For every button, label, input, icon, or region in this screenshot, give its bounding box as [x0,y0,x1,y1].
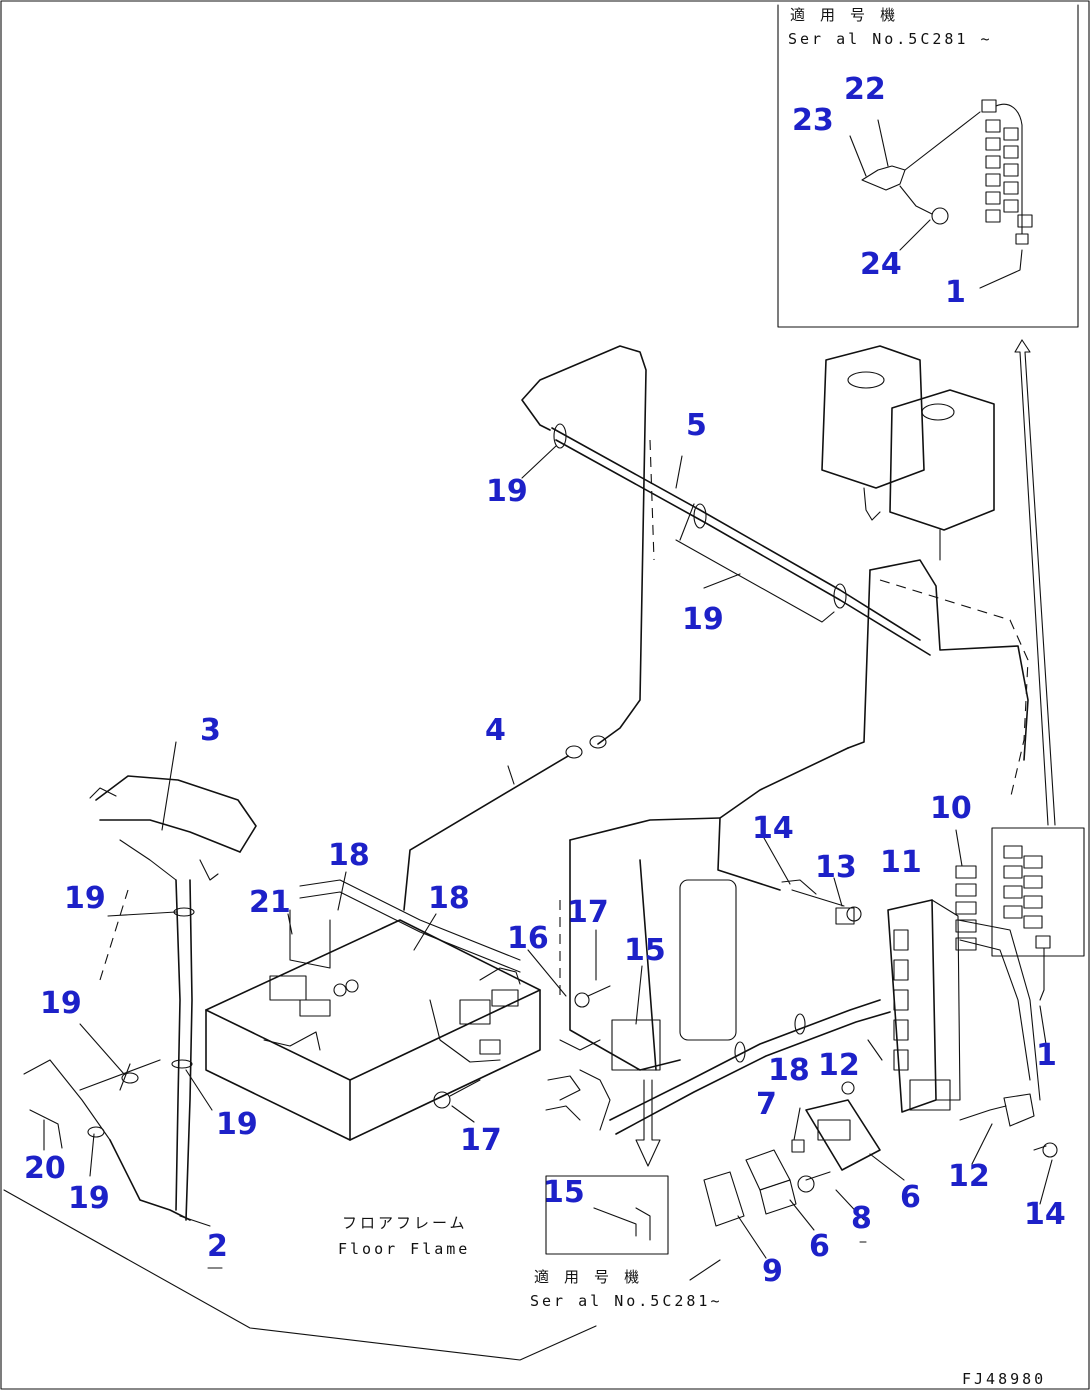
callout-19-e: 19 [216,1107,258,1142]
harness-4 [403,755,569,911]
battery-box [205,879,541,1141]
callout-24: 24 [860,247,902,282]
inset-highlight-box [991,827,1085,957]
leader-lines [43,445,1053,1259]
inset-top-line2: Ser al No.5C281 ~ [788,30,993,48]
reservoir-tanks [821,345,995,561]
cab-outline [559,439,1029,1071]
callout-3: 3 [200,713,221,748]
relay-block [887,827,1085,1113]
callout-22: 22 [844,72,886,107]
callout-18-c: 18 [768,1053,810,1088]
callout-23: 23 [792,103,834,138]
callout-19-c: 19 [64,881,106,916]
callout-13: 13 [815,850,857,885]
inset-bottom-line2: Ser al No.5C281~ [530,1292,723,1310]
callout-19-f: 19 [68,1181,110,1216]
callout-4: 4 [485,713,506,748]
inset-bottom-line1: 適 用 号 機 [534,1268,642,1286]
inset-top-line1: 適 用 号 機 [790,6,898,24]
callout-8: 8 [851,1201,872,1236]
callout-2: 2 [207,1229,228,1264]
callout-18-a: 18 [328,838,370,873]
callout-18-b: 18 [428,881,470,916]
steering-harness [23,775,257,1221]
callout-19-a: 19 [486,474,528,509]
callout-6-a: 6 [900,1180,921,1215]
floor-label-jp: フロアフレーム [342,1214,468,1232]
callout-6-b: 6 [809,1229,830,1264]
callout-19-b: 19 [682,602,724,637]
inset-box-top: 適 用 号 機 Ser al No.5C281 ~ [777,4,1079,328]
callout-10: 10 [930,791,972,826]
callout-20: 20 [24,1151,66,1186]
callout-7: 7 [756,1087,777,1122]
callout-5: 5 [686,408,707,443]
harness-lower [433,879,1035,1167]
drawing-code: FJ48980 [962,1370,1046,1388]
callout-17-a: 17 [567,895,609,930]
inset-box-bottom: 適 用 号 機 Ser al No.5C281~ [530,1175,723,1310]
callout-12-b: 12 [948,1159,990,1194]
floor-label-en: Floor Flame [338,1240,470,1258]
callout-17-b: 17 [460,1123,502,1158]
callout-12-a: 12 [818,1048,860,1083]
callout-9: 9 [762,1254,783,1289]
callout-14-a: 14 [752,811,794,846]
harness-upper [521,345,931,759]
arrow-up-to-inset [1014,339,1056,826]
callout-16: 16 [507,921,549,956]
callout-21: 21 [249,885,291,920]
callout-1: 1 [1036,1038,1057,1073]
callout-15-b: 15 [543,1175,585,1210]
callout-1-inset: 1 [945,275,966,310]
callout-14-b: 14 [1024,1197,1066,1232]
callout-11: 11 [880,845,922,880]
floor-frame: フロアフレーム Floor Flame [3,1189,867,1361]
small-parts [703,1099,1058,1227]
callout-19-d: 19 [40,986,82,1021]
callout-15-a: 15 [624,933,666,968]
